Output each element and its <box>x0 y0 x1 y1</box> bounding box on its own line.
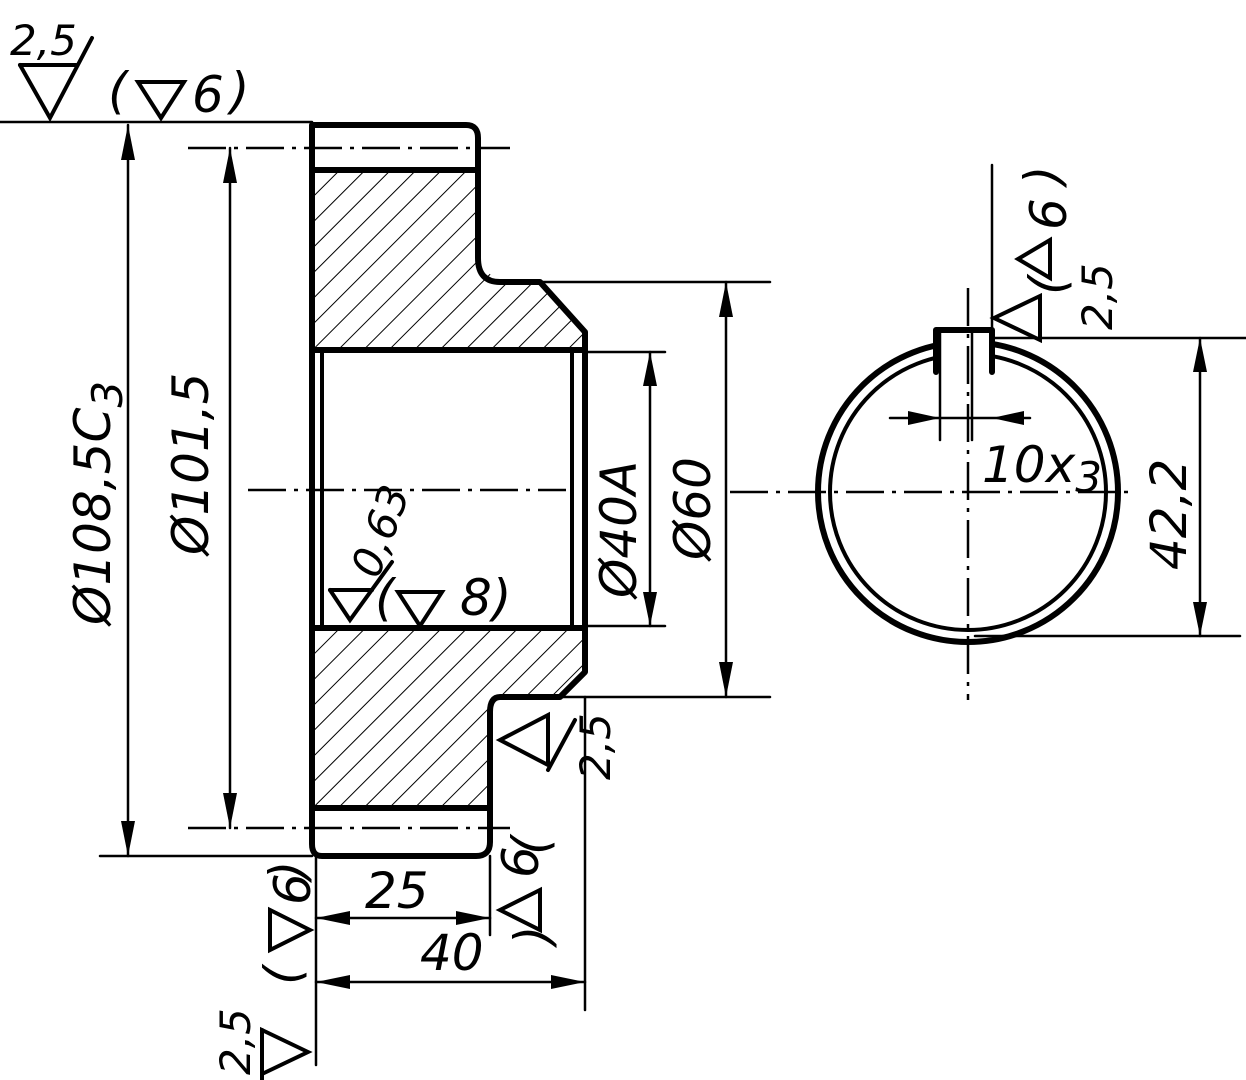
hatch-lower <box>312 628 585 808</box>
arrow <box>551 975 585 989</box>
svg-text:(: ( <box>1019 273 1077 295</box>
arrow <box>719 282 733 317</box>
svg-text:2,5: 2,5 <box>211 1008 260 1075</box>
svg-text:): ) <box>488 569 512 627</box>
arrow <box>643 352 657 386</box>
keyway-width-label: 10х3 <box>982 436 1102 502</box>
arrow <box>121 125 135 160</box>
arrow <box>908 411 940 425</box>
svg-text:): ) <box>226 62 250 120</box>
keyway-section-view: 10х3 42,2 2,5 ( 6 ) <box>730 163 1246 700</box>
arrow <box>223 148 237 183</box>
arrow <box>456 911 490 925</box>
arrow <box>719 662 733 697</box>
arrow <box>1193 338 1207 372</box>
svg-text:(: ( <box>375 569 397 627</box>
arrow <box>121 821 135 856</box>
roughness-class-top: ( 6 ) <box>108 62 250 124</box>
keyway-depth-label: 42,2 <box>1140 459 1198 570</box>
hub-diameter-label: Ø60 <box>664 457 722 562</box>
arrow <box>1193 602 1207 636</box>
svg-text:8: 8 <box>460 569 492 627</box>
keyway-outline <box>933 327 995 375</box>
svg-text:6: 6 <box>1020 198 1078 230</box>
roughness-symbol-top: 2,5 <box>10 16 94 123</box>
svg-text:6: 6 <box>192 66 224 124</box>
svg-text:): ) <box>259 860 317 884</box>
keyway-slot <box>936 330 992 370</box>
svg-text:0,63: 0,63 <box>341 479 419 584</box>
svg-text:2,5: 2,5 <box>10 16 77 65</box>
arrow <box>316 975 350 989</box>
bore-diameter-label: Ø40А <box>590 461 648 600</box>
svg-text:6: 6 <box>264 873 322 905</box>
roughness-class-face-right: 6 ( ) <box>492 833 562 949</box>
roughness-symbol-hub: 2,5 <box>495 711 620 780</box>
svg-text:(: ( <box>254 963 312 985</box>
arrow <box>316 911 350 925</box>
arrow <box>223 793 237 828</box>
arrow <box>643 592 657 626</box>
svg-text:2,5: 2,5 <box>1073 263 1122 330</box>
svg-text:(: ( <box>108 62 130 120</box>
roughness-class-bore: ( 8 ) <box>375 569 512 630</box>
root-diameter-label: Ø101,5 <box>162 373 220 558</box>
gear-width-label: 25 <box>365 862 429 920</box>
svg-text:2,5: 2,5 <box>571 713 620 780</box>
gear-outline <box>309 122 588 859</box>
arrow <box>992 411 1024 425</box>
svg-text:(: ( <box>502 833 560 855</box>
hatch-upper <box>312 170 585 350</box>
roughness-symbol-key: 2,5 ( 6 ) <box>989 163 1122 344</box>
svg-text:): ) <box>504 925 562 949</box>
roughness-class-face-left: 6 ( ) <box>254 860 322 985</box>
roughness-symbol-bottom: 2,5 <box>211 1008 313 1080</box>
outer-diameter-label: Ø108,5С3 <box>64 381 132 627</box>
hub-length-label: 40 <box>420 924 484 982</box>
gear-section-view: Ø108,5С3 Ø101,5 Ø40А Ø60 25 40 2,5 <box>0 16 772 1080</box>
svg-text:): ) <box>1014 165 1072 189</box>
svg-text:6: 6 <box>492 846 550 878</box>
